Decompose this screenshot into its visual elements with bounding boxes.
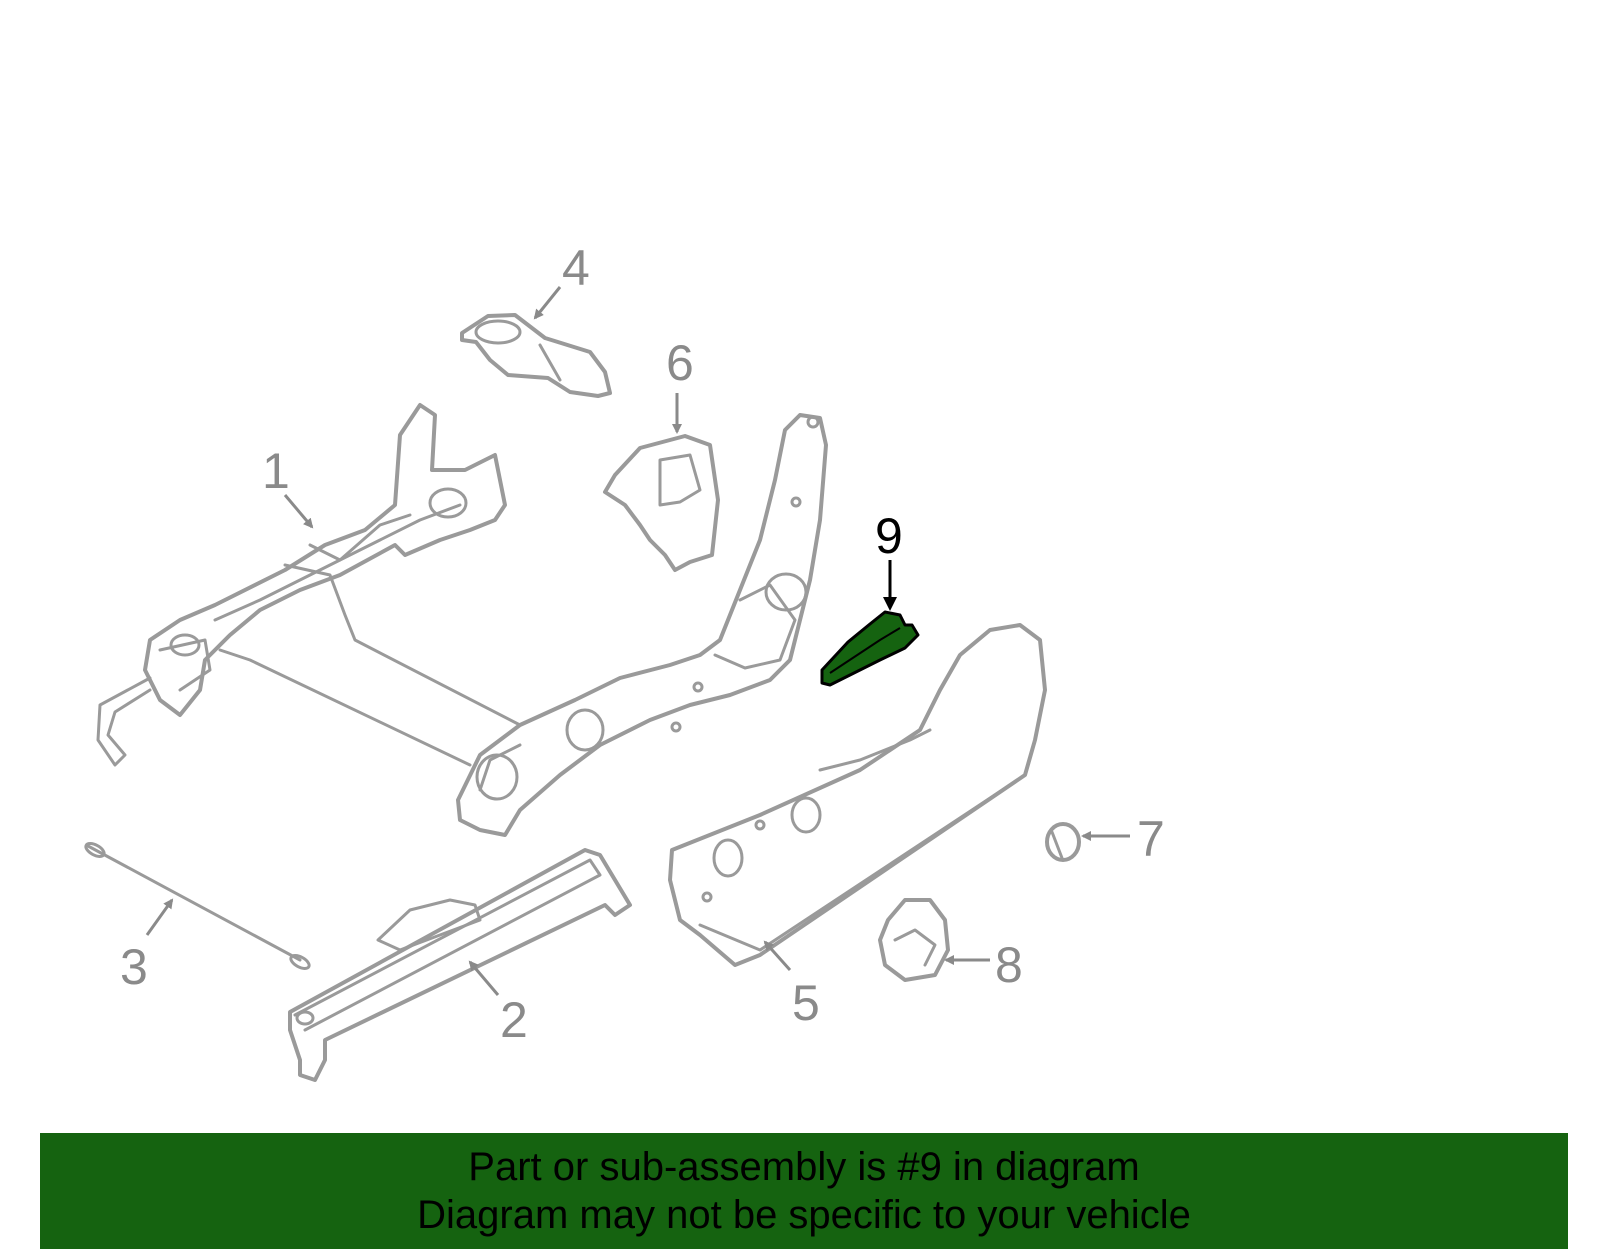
part-1-side-frame xyxy=(456,413,828,837)
part-7-plug xyxy=(1045,822,1081,862)
leader-1 xyxy=(283,494,314,529)
banner-line-1: Part or sub-assembly is #9 in diagram xyxy=(468,1145,1140,1189)
callout-1: 1 xyxy=(262,443,290,499)
part-9-shape xyxy=(820,610,920,687)
part-5-side-shield xyxy=(668,623,1047,967)
callout-2: 2 xyxy=(500,992,528,1048)
callout-5: 5 xyxy=(792,975,820,1031)
callout-9-highlighted: 9 xyxy=(875,508,903,564)
part-3-cable xyxy=(84,842,311,970)
part-4-bracket xyxy=(460,313,612,398)
callout-7: 7 xyxy=(1137,811,1165,867)
part-6-cover xyxy=(603,434,720,572)
leader-3 xyxy=(145,898,174,936)
leader-4 xyxy=(533,286,562,320)
part-8-knob xyxy=(878,898,950,982)
info-banner: Part or sub-assembly is #9 in diagram Di… xyxy=(40,1133,1568,1249)
callout-4: 4 xyxy=(562,240,590,296)
part-2-seat-track xyxy=(288,848,632,1082)
part-1-seat-frame xyxy=(96,403,522,767)
callout-6: 6 xyxy=(666,335,694,391)
callout-3: 3 xyxy=(120,939,148,995)
part-9-lever-highlighted xyxy=(820,610,920,687)
banner-line-2: Diagram may not be specific to your vehi… xyxy=(417,1193,1191,1237)
leader-2 xyxy=(468,960,500,996)
leader-5 xyxy=(763,940,792,971)
callout-8: 8 xyxy=(995,937,1023,993)
